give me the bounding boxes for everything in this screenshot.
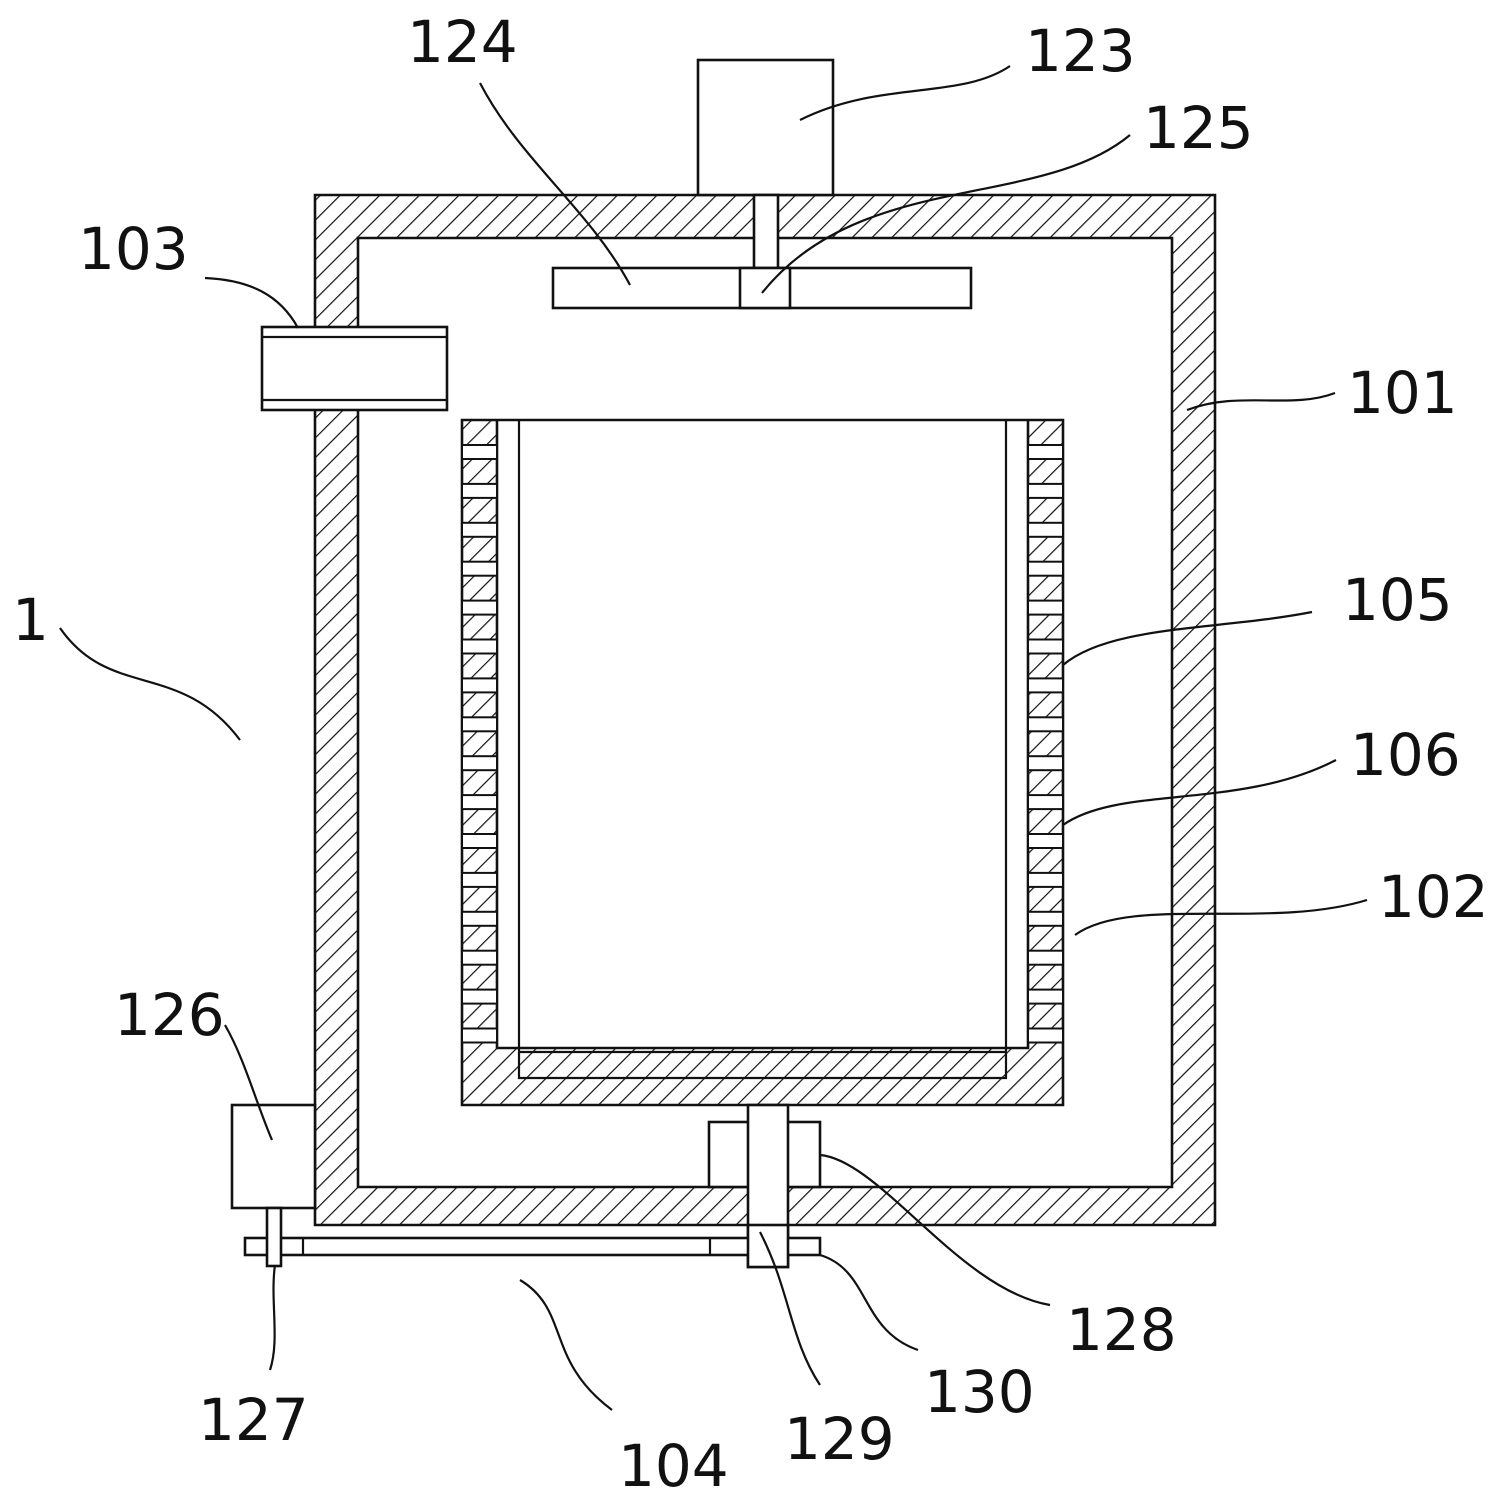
vent-slot — [1027, 599, 1064, 616]
drum-vent-slots-left — [461, 444, 498, 1044]
motor-shaft — [265, 1206, 283, 1268]
vent-slot — [1027, 521, 1064, 538]
bottom-motor — [230, 1103, 317, 1210]
vent-slot — [1027, 1027, 1064, 1044]
inlet-pipe — [260, 325, 449, 412]
vent-slot — [461, 482, 498, 499]
top-motor — [696, 58, 835, 197]
part-labels: 123 124 125 103 101 1 105 106 102 126 12… — [12, 8, 1489, 1500]
inner-drum-wall — [460, 418, 1065, 1107]
vent-slot — [461, 794, 498, 811]
label-124: 124 — [407, 8, 518, 76]
label-1: 1 — [12, 586, 49, 654]
label-105: 105 — [1342, 566, 1453, 634]
label-101: 101 — [1347, 359, 1458, 427]
vent-slot — [461, 521, 498, 538]
vent-slot — [461, 910, 498, 927]
vent-slot — [1027, 833, 1064, 849]
vent-slot — [1027, 988, 1064, 1005]
label-127: 127 — [198, 1386, 309, 1454]
vent-slot — [1027, 716, 1064, 733]
leader-lines — [59, 65, 1368, 1411]
bottom-shaft-front — [746, 1223, 790, 1269]
vent-slot — [1027, 638, 1064, 655]
vent-slot — [461, 560, 498, 577]
label-102: 102 — [1378, 863, 1489, 931]
label-130: 130 — [924, 1358, 1035, 1426]
vent-slot — [461, 638, 498, 655]
vent-slot — [461, 599, 498, 616]
vent-slot — [1027, 677, 1064, 694]
label-125: 125 — [1143, 94, 1254, 162]
vent-slot — [461, 1027, 498, 1044]
label-123: 123 — [1025, 17, 1136, 85]
transmission-belt — [243, 1236, 822, 1257]
fan-blade — [551, 266, 973, 310]
vent-slot — [1027, 482, 1064, 499]
vent-slot — [461, 988, 498, 1005]
vent-slot — [1027, 444, 1064, 460]
top-shaft — [752, 193, 780, 272]
label-106: 106 — [1350, 721, 1461, 789]
vent-slot — [461, 949, 498, 966]
vent-slot — [461, 677, 498, 694]
vent-slot — [1027, 755, 1064, 772]
label-103: 103 — [78, 215, 189, 283]
vent-slot — [1027, 910, 1064, 927]
vent-slot — [461, 716, 498, 733]
label-104: 104 — [618, 1432, 729, 1500]
vent-slot — [1027, 560, 1064, 577]
drum-vent-slots-right — [1027, 444, 1064, 1044]
label-129: 129 — [784, 1405, 895, 1473]
vent-slot — [1027, 794, 1064, 811]
vent-slot — [1027, 871, 1064, 888]
label-126: 126 — [114, 981, 225, 1049]
vent-slot — [461, 444, 498, 460]
outer-housing-wall — [313, 193, 1217, 1227]
vent-slot — [461, 755, 498, 772]
inner-liner — [517, 420, 1008, 1080]
vent-slot — [461, 871, 498, 888]
vent-slot — [1027, 949, 1064, 966]
vent-slot — [461, 833, 498, 849]
label-128: 128 — [1066, 1296, 1177, 1364]
